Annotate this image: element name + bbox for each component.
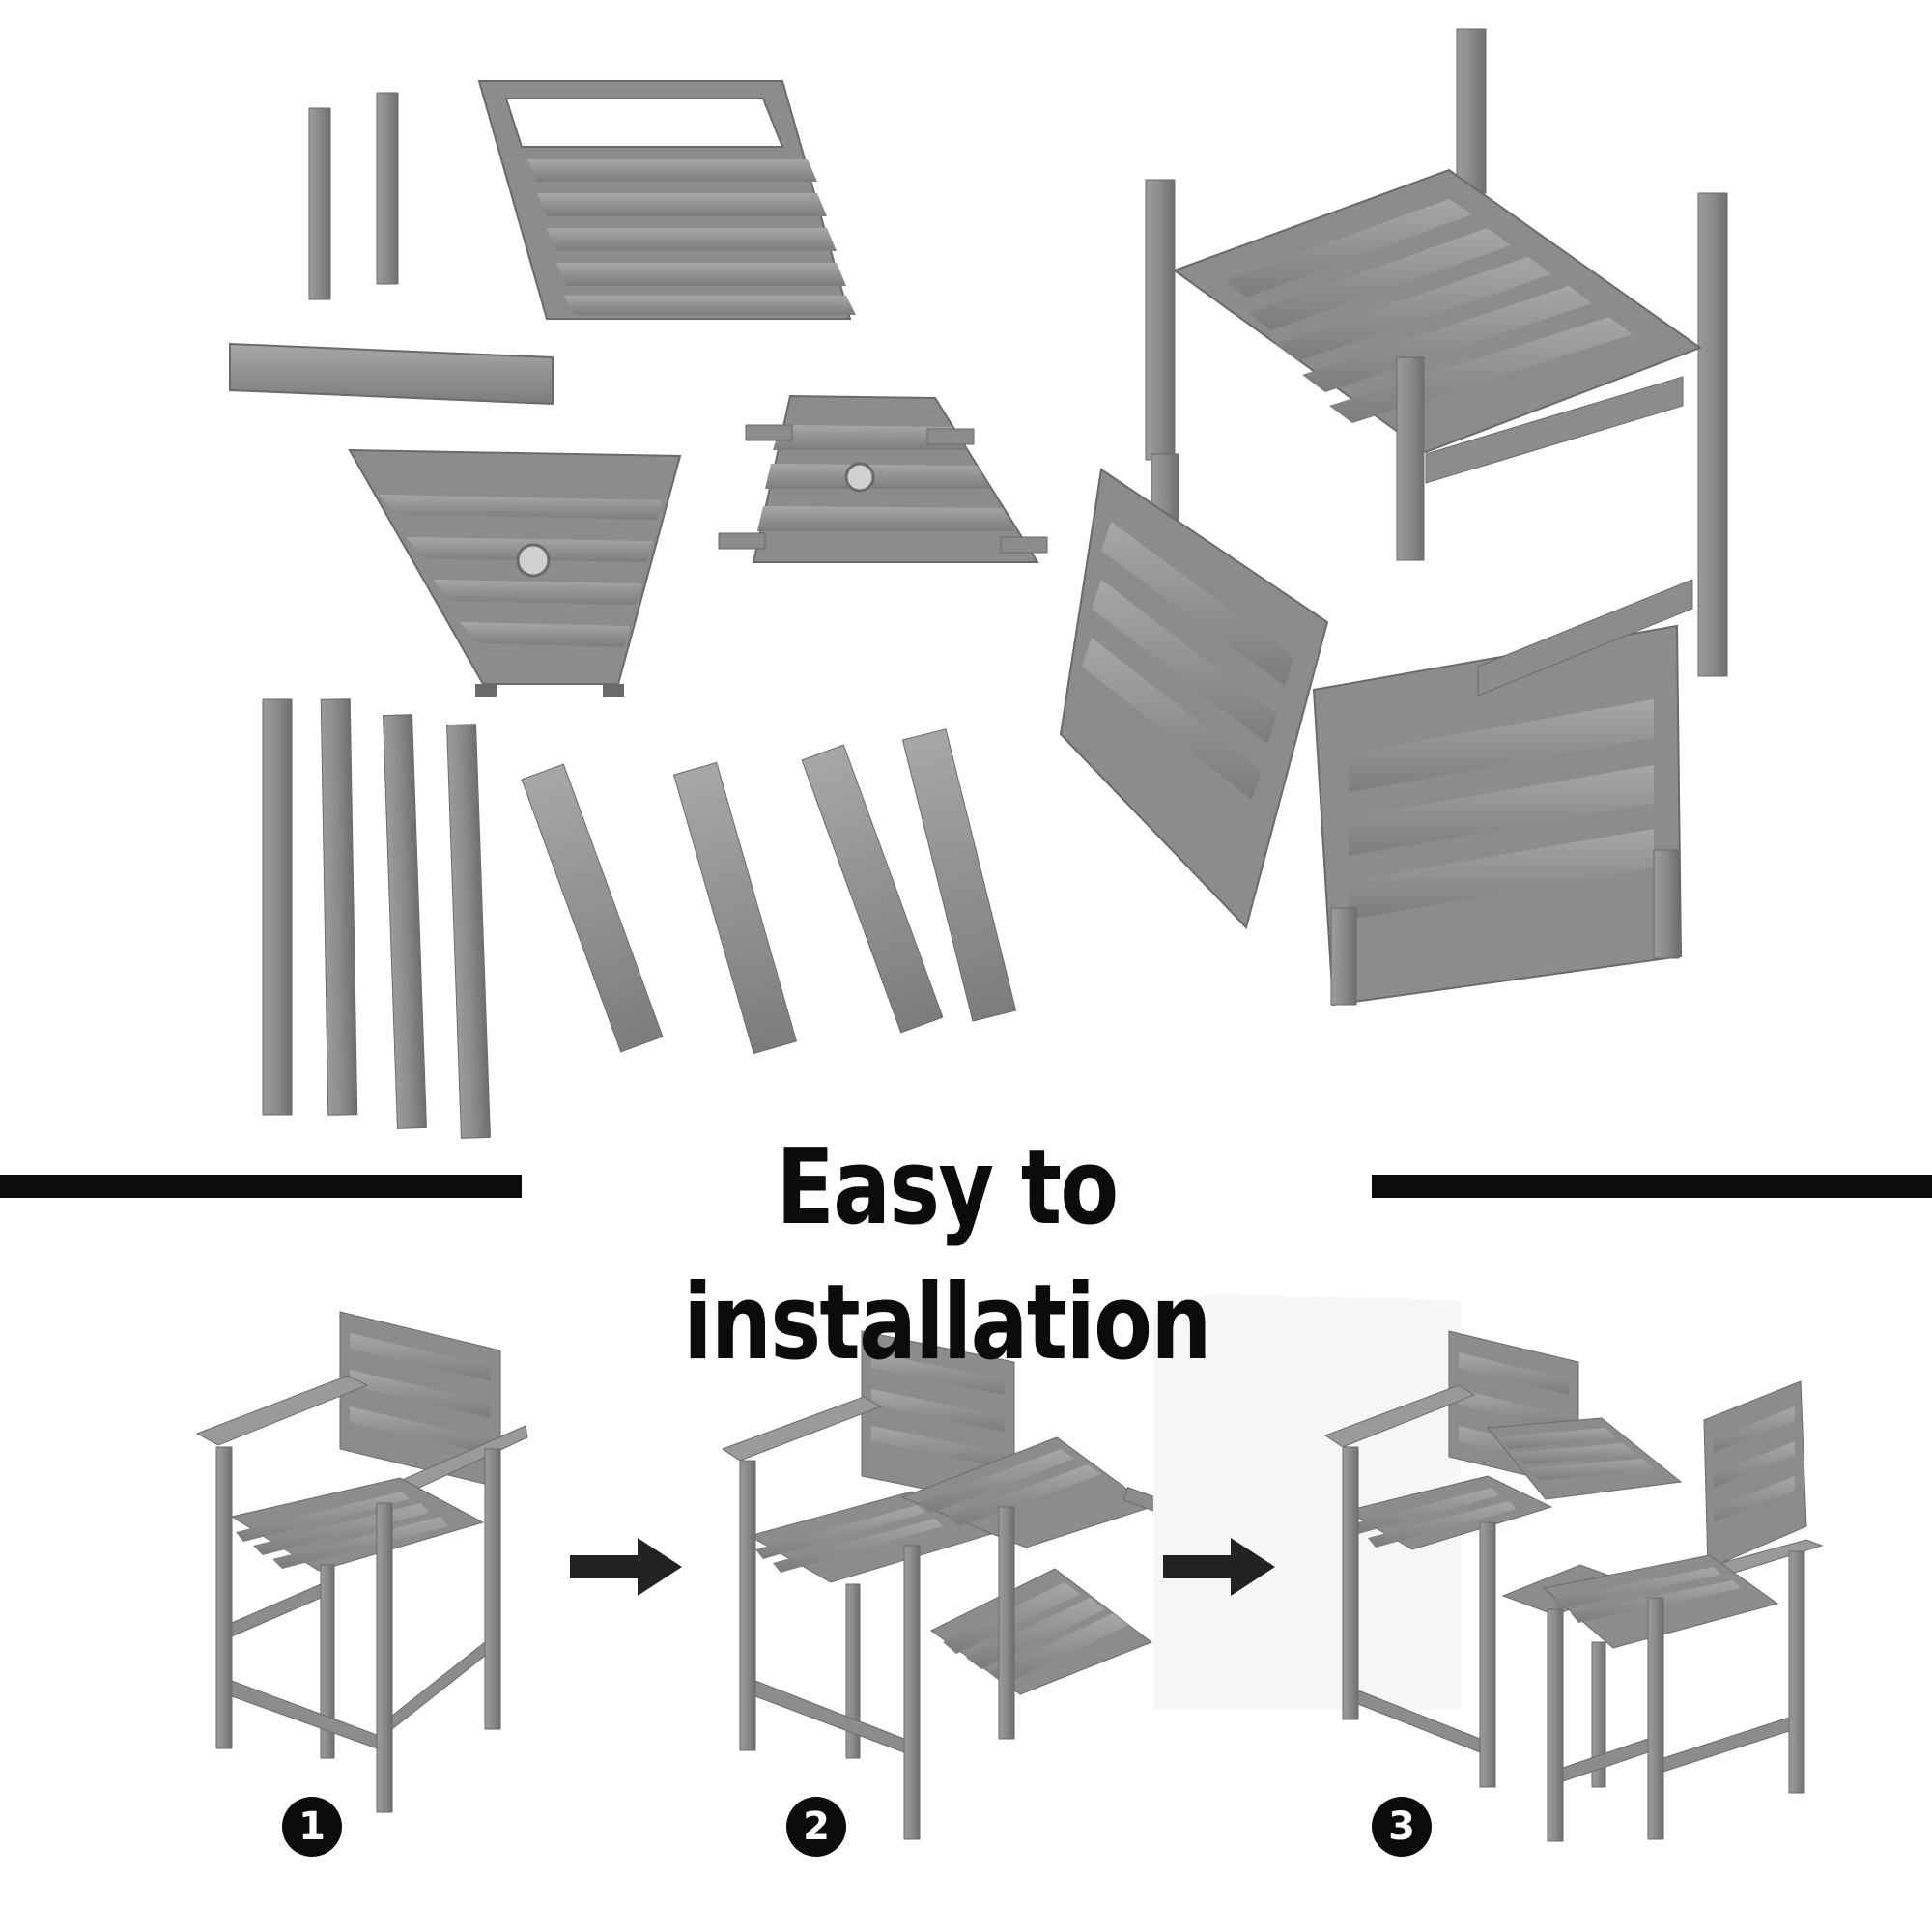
back-slat bbox=[672, 761, 798, 1055]
long-post bbox=[446, 724, 491, 1139]
long-post bbox=[320, 698, 358, 1116]
back-slat bbox=[801, 744, 944, 1034]
parts-layout bbox=[229, 80, 1048, 1139]
heading-rule-right bbox=[1372, 1175, 1932, 1198]
step-number-1: 1 bbox=[282, 1797, 342, 1857]
page-title: Easy to installation bbox=[683, 1127, 1211, 1383]
step-number-3: 3 bbox=[1372, 1797, 1432, 1857]
step1-chair bbox=[195, 1311, 528, 1813]
heading-bar: Easy to installation bbox=[0, 1121, 1932, 1383]
long-board bbox=[229, 342, 554, 406]
heading-rule-left bbox=[0, 1175, 522, 1198]
step2-chair bbox=[721, 1330, 1165, 1840]
short-post bbox=[308, 107, 331, 300]
table-top-right-part bbox=[718, 394, 1048, 563]
long-post bbox=[383, 714, 427, 1129]
right-arrow-icon bbox=[1163, 1538, 1275, 1596]
back-slat bbox=[901, 728, 1017, 1022]
back-slat bbox=[521, 763, 664, 1053]
step-number-2: 2 bbox=[786, 1797, 846, 1857]
step3-chairs bbox=[1153, 1294, 1824, 1842]
long-post bbox=[262, 698, 293, 1116]
partial-chair-assembly bbox=[1059, 28, 1728, 1007]
table-top-left-part bbox=[348, 448, 682, 697]
short-post bbox=[376, 92, 399, 285]
right-arrow-icon bbox=[570, 1538, 682, 1596]
seat-panel-part bbox=[477, 80, 856, 320]
